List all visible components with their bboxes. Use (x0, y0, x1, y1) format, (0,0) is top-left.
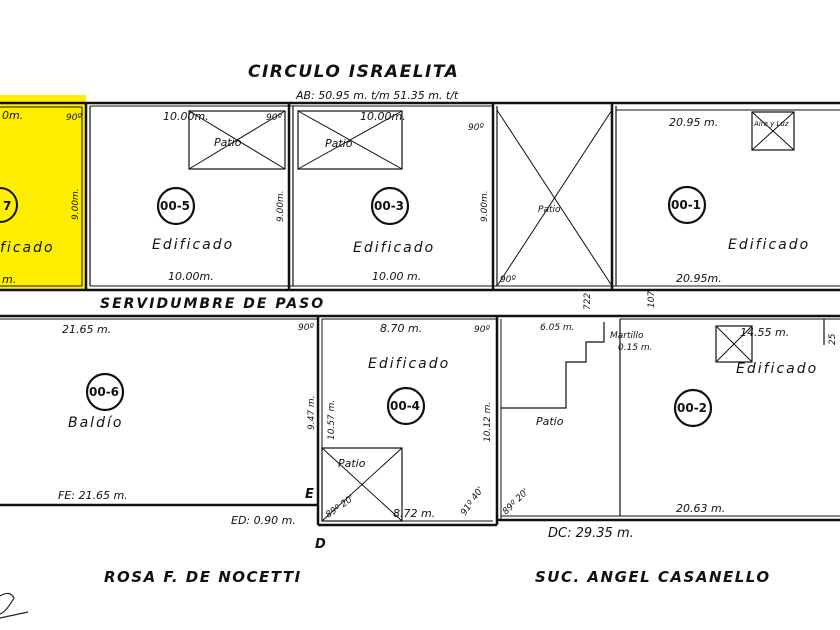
lot-00-2-small-box (715, 325, 753, 363)
lot-00-5-bottom: 10.00m. (168, 270, 214, 283)
easement-label: SERVIDUMBRE DE PASO (100, 296, 325, 312)
lot-00-3-top: 10.00m. (360, 110, 406, 123)
lot-00-4-patio-box (321, 447, 403, 522)
lot-00-1-id: 00-1 (671, 198, 701, 212)
lot-00-2-patio: Patio (536, 415, 564, 428)
lot-highlighted-top: 0m. (2, 109, 23, 122)
lot-highlighted-marker (0, 187, 18, 223)
lot-00-4-left-side: 9.47 m. (307, 395, 317, 430)
lot-00-2-angle-bl: 89º 20' (501, 487, 531, 517)
lot-00-5-label: Edificado (152, 237, 234, 253)
lot-00-3[interactable]: 10.00m. Patio 90º 9.00m. 00-3 Edificado … (297, 110, 490, 283)
lot-highlighted-id: 7 (3, 199, 11, 213)
lot-00-2-small-right: 107 (647, 291, 657, 308)
lot-00-2-top: 14.55 m. (740, 326, 789, 339)
lot-00-4-label: Edificado (368, 356, 450, 372)
lot-00-6[interactable]: 21.65 m. 90º 00-6 Baldío FE: 21.65 m. (58, 323, 314, 502)
lot-00-5-marker (156, 186, 196, 226)
lot-00-6-top: 21.65 m. (62, 323, 111, 336)
lot-00-6-marker (85, 372, 125, 412)
lot-00-2-label: Edificado (736, 361, 818, 377)
lot-00-4-inner-side: 10.57 m. (327, 400, 337, 440)
lot-00-2-tiny: 25 (828, 333, 838, 345)
lot-highlighted-side: 9.00m. (71, 188, 81, 220)
lot-00-2[interactable]: 6.05 m. Patio 89º 20' 722 107 Martillo 0… (501, 291, 838, 518)
lot-00-4-id: 00-4 (390, 399, 420, 413)
lot-00-2-martillo-val: 0.15 m. (618, 343, 653, 353)
lot-00-1-top: 20.95 m. (669, 116, 718, 129)
lot-00-2-small-left: 722 (583, 293, 593, 310)
highlighted-lot[interactable] (0, 95, 86, 290)
patio-middle-label: Patio (538, 205, 561, 215)
lot-00-2-id: 00-2 (677, 401, 707, 415)
lot-00-3-side: 9.00m. (480, 190, 490, 222)
lot-00-4-bottom: 8.72 m. (393, 507, 435, 520)
neighbor-south-west: ROSA F. DE NOCETTI (104, 568, 302, 586)
north-measure: AB: 50.95 m. t/m 51.35 m. t/t (295, 89, 459, 102)
lot-00-4-right-side: 10.12 m. (483, 402, 493, 442)
lot-00-1-marker (667, 185, 707, 225)
lot-00-5-patio-box (188, 110, 286, 170)
lot-00-5-id: 00-5 (160, 199, 190, 213)
lot-highlighted: 0m. 90º 9.00m. 7 ficado m. (0, 109, 82, 286)
lot-00-4-top: 8.70 m. (380, 322, 422, 335)
dc-measure: DC: 29.35 m. (548, 526, 634, 541)
lot-00-5-side: 9.00m. (276, 190, 286, 222)
lot-00-1-bottom: 20.95m. (676, 272, 722, 285)
patio-middle: Patio 90º (496, 109, 613, 287)
lot-00-1[interactable]: 20.95 m. Aire y Luz 00-1 Edificado 20.95… (667, 111, 810, 285)
lot-highlighted-bottom: m. (2, 273, 16, 286)
lot-00-6-id: 00-6 (89, 385, 119, 399)
lot-00-3-bottom: 10.00 m. (372, 270, 421, 283)
lot-highlighted-angle: 90º (66, 113, 82, 123)
bottom-band-walls (0, 314, 840, 527)
lot-00-6-label: Baldío (68, 415, 123, 431)
lot-00-2-martillo: Martillo (610, 331, 644, 341)
lot-00-2-corner-top: 6.05 m. (540, 323, 575, 333)
lot-00-3-angle: 90º (468, 123, 484, 133)
lot-00-6-bottom: FE: 21.65 m. (58, 489, 128, 502)
lot-00-3-id: 00-3 (374, 199, 404, 213)
patio-middle-angle: 90º (500, 275, 516, 285)
lot-00-6-angle: 90º (298, 323, 314, 333)
lot-00-4-patio: Patio (338, 457, 366, 470)
lot-00-1-airlight-box (751, 111, 795, 151)
lot-00-3-patio: Patio (325, 137, 353, 150)
lot-00-5-patio: Patio (214, 136, 242, 149)
lot-highlighted-label: ficado (0, 240, 55, 256)
lot-00-4-marker (386, 386, 426, 426)
lot-00-3-patio-box (297, 110, 403, 170)
point-e: E (305, 487, 314, 502)
point-d: D (315, 537, 326, 552)
lot-00-1-label: Edificado (728, 237, 810, 253)
lot-00-5[interactable]: 10.00m. 90º Patio 9.00m. 00-5 Edificado … (152, 110, 286, 283)
lot-00-4-angle-tr: 90º (474, 325, 490, 335)
lot-00-4-angle-br: 91º 40' (459, 485, 486, 517)
lot-00-3-label: Edificado (353, 240, 435, 256)
neighbor-south-east: SUC. ANGEL CASANELLO (535, 568, 771, 586)
lot-00-3-marker (370, 186, 410, 226)
ed-measure: ED: 0.90 m. (231, 514, 296, 527)
lot-00-2-marker (673, 388, 713, 428)
lot-00-4-angle-bl: 89º 20' (324, 494, 356, 521)
lot-00-5-top: 10.00m. (163, 110, 209, 123)
top-band-walls (0, 101, 840, 292)
neighbor-north: CIRCULO ISRAELITA (248, 62, 459, 82)
lot-00-1-airlight: Aire y Luz (753, 120, 789, 128)
lot-00-2-bottom: 20.63 m. (676, 502, 725, 515)
lot-00-2-stair-wall (501, 322, 605, 409)
scribble-mark (0, 592, 29, 619)
lot-00-4[interactable]: 8.70 m. 90º Edificado 00-4 9.47 m. 10.57… (307, 322, 493, 522)
